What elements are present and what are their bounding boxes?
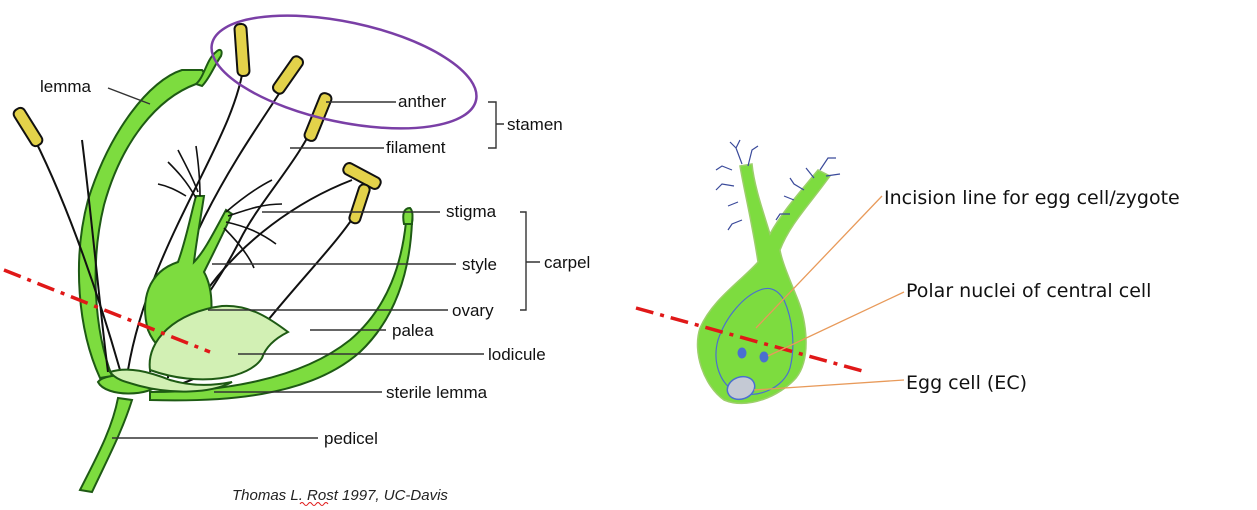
- rice-floret-diagram: lemma anther filament stamen stigma styl…: [4, 0, 590, 506]
- label-lemma: lemma: [40, 77, 92, 96]
- label-incision-line: Incision line for egg cell/zygote: [884, 187, 1180, 209]
- label-stigma: stigma: [446, 202, 497, 221]
- label-stamen: stamen: [507, 115, 563, 134]
- carpel-bracket: [520, 212, 540, 310]
- label-lodicule: lodicule: [488, 345, 546, 364]
- anthers: [12, 24, 383, 225]
- label-carpel: carpel: [544, 253, 590, 272]
- citation-prefix: Thomas L.: [232, 487, 307, 504]
- citation: Thomas L. Rost 1997, UC-Davis: [232, 487, 448, 504]
- stigma-feathers: [158, 146, 282, 268]
- polar-nucleus: [760, 352, 769, 363]
- citation-name: Rost: [307, 487, 339, 504]
- label-anther: anther: [398, 92, 447, 111]
- label-sterile-lemma: sterile lemma: [386, 383, 488, 402]
- palea-tip: [403, 208, 412, 224]
- anther: [12, 106, 44, 148]
- label-filament: filament: [386, 138, 446, 157]
- label-polar-nuclei: Polar nuclei of central cell: [906, 280, 1151, 302]
- label-ovary: ovary: [452, 301, 494, 320]
- pedicel-shape: [80, 398, 132, 492]
- citation-suffix: 1997, UC-Davis: [338, 487, 449, 504]
- polar-nucleus: [738, 348, 747, 359]
- lemma-tip: [196, 50, 222, 86]
- stamen-bracket: [488, 102, 504, 148]
- anther: [348, 183, 371, 224]
- label-style: style: [462, 255, 497, 274]
- label-palea: palea: [392, 321, 434, 340]
- embryo-sac-diagram: Incision line for egg cell/zygote Polar …: [636, 140, 1180, 403]
- label-egg-cell: Egg cell (EC): [906, 372, 1027, 394]
- anther: [271, 54, 305, 95]
- label-pedicel: pedicel: [324, 429, 378, 448]
- anther: [234, 24, 250, 77]
